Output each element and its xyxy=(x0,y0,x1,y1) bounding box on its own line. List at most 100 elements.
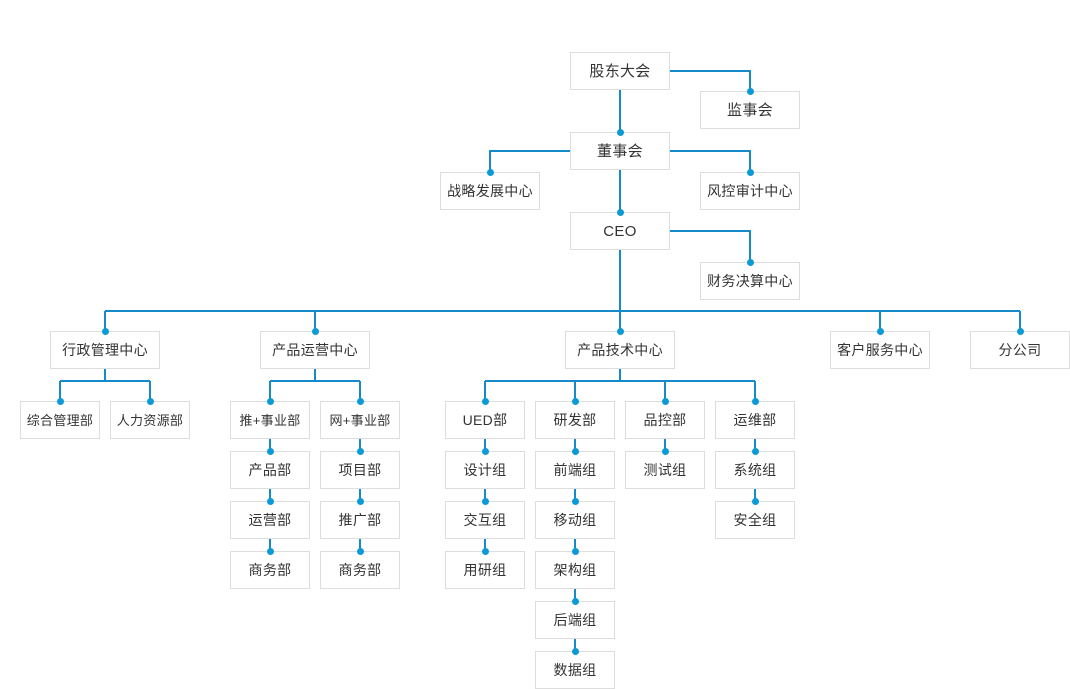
org-node-label: 产品部 xyxy=(248,462,292,478)
org-node-监事会[interactable]: 监事会 xyxy=(700,91,800,129)
connector-dot-网+事业部 xyxy=(356,397,364,405)
connector-dot-ceo xyxy=(616,208,624,216)
connector-dot-董事会 xyxy=(616,128,624,136)
org-node-label: 研发部 xyxy=(553,412,597,428)
org-node-label: 品控部 xyxy=(643,412,687,428)
org-node-label: 风控审计中心 xyxy=(707,183,793,199)
org-node-label: 分公司 xyxy=(998,342,1042,358)
org-node-交互组[interactable]: 交互组 xyxy=(445,501,525,539)
org-node-运营部[interactable]: 运营部 xyxy=(230,501,310,539)
org-node-股东大会[interactable]: 股东大会 xyxy=(570,52,670,90)
org-node-风控审计中心[interactable]: 风控审计中心 xyxy=(700,172,800,210)
org-node-label: 行政管理中心 xyxy=(62,342,148,358)
org-node-战略发展中心[interactable]: 战略发展中心 xyxy=(440,172,540,210)
org-node-label: 产品运营中心 xyxy=(272,342,358,358)
org-node-label: 用研组 xyxy=(463,562,507,578)
connector-dot-测试组 xyxy=(661,447,669,455)
org-node-产品部[interactable]: 产品部 xyxy=(230,451,310,489)
connector-dot-客户服务中心 xyxy=(876,327,884,335)
org-node-网+事业部[interactable]: 网+事业部 xyxy=(320,401,400,439)
org-node-label: 运营部 xyxy=(248,512,292,528)
org-node-综合管理部[interactable]: 综合管理部 xyxy=(20,401,100,439)
org-node-商务部[interactable]: 商务部 xyxy=(320,551,400,589)
org-node-董事会[interactable]: 董事会 xyxy=(570,132,670,170)
org-node-label: 设计组 xyxy=(463,462,507,478)
org-node-label: 监事会 xyxy=(727,101,773,119)
org-node-人力资源部[interactable]: 人力资源部 xyxy=(110,401,190,439)
org-node-前端组[interactable]: 前端组 xyxy=(535,451,615,489)
org-node-测试组[interactable]: 测试组 xyxy=(625,451,705,489)
connector-dot-移动组 xyxy=(571,497,579,505)
org-node-ued部[interactable]: UED部 xyxy=(445,401,525,439)
connector-dot-商务部 xyxy=(356,547,364,555)
org-node-label: 产品技术中心 xyxy=(577,342,663,358)
connector-dot-监事会 xyxy=(746,87,754,95)
connector-dot-财务决算中心 xyxy=(746,258,754,266)
connector-dot-人力资源部 xyxy=(146,397,154,405)
connector-dot-ued部 xyxy=(481,397,489,405)
org-node-产品运营中心[interactable]: 产品运营中心 xyxy=(260,331,370,369)
org-node-label: 数据组 xyxy=(553,662,597,678)
org-node-行政管理中心[interactable]: 行政管理中心 xyxy=(50,331,160,369)
org-node-label: 后端组 xyxy=(553,612,597,628)
org-node-研发部[interactable]: 研发部 xyxy=(535,401,615,439)
org-node-后端组[interactable]: 后端组 xyxy=(535,601,615,639)
org-node-分公司[interactable]: 分公司 xyxy=(970,331,1070,369)
org-node-label: 客户服务中心 xyxy=(837,342,923,358)
org-node-商务部[interactable]: 商务部 xyxy=(230,551,310,589)
org-node-label: 商务部 xyxy=(248,562,292,578)
org-node-label: 人力资源部 xyxy=(116,412,184,428)
org-node-设计组[interactable]: 设计组 xyxy=(445,451,525,489)
org-node-label: 运维部 xyxy=(733,412,777,428)
org-node-推广部[interactable]: 推广部 xyxy=(320,501,400,539)
connector-dot-安全组 xyxy=(751,497,759,505)
org-node-label: 交互组 xyxy=(463,512,507,528)
connector-dot-用研组 xyxy=(481,547,489,555)
org-node-label: 综合管理部 xyxy=(26,412,94,428)
org-node-推+事业部[interactable]: 推+事业部 xyxy=(230,401,310,439)
connector-dot-分公司 xyxy=(1016,327,1024,335)
org-node-label: 安全组 xyxy=(733,512,777,528)
org-node-运维部[interactable]: 运维部 xyxy=(715,401,795,439)
connector-dot-推广部 xyxy=(356,497,364,505)
connector-dot-系统组 xyxy=(751,447,759,455)
connector-dot-产品部 xyxy=(266,447,274,455)
connector-dot-品控部 xyxy=(661,397,669,405)
org-node-label: 商务部 xyxy=(338,562,382,578)
org-node-系统组[interactable]: 系统组 xyxy=(715,451,795,489)
org-node-label: 股东大会 xyxy=(589,62,651,80)
org-node-产品技术中心[interactable]: 产品技术中心 xyxy=(565,331,675,369)
org-node-ceo[interactable]: CEO xyxy=(570,212,670,250)
org-node-label: 推广部 xyxy=(338,512,382,528)
connector-dot-运营部 xyxy=(266,497,274,505)
org-node-label: UED部 xyxy=(462,412,508,428)
org-node-财务决算中心[interactable]: 财务决算中心 xyxy=(700,262,800,300)
connector-dot-战略发展中心 xyxy=(486,168,494,176)
connector-dot-交互组 xyxy=(481,497,489,505)
org-node-label: 财务决算中心 xyxy=(707,273,793,289)
org-node-品控部[interactable]: 品控部 xyxy=(625,401,705,439)
org-node-架构组[interactable]: 架构组 xyxy=(535,551,615,589)
connector-dot-后端组 xyxy=(571,597,579,605)
connector-dot-推+事业部 xyxy=(266,397,274,405)
org-node-label: 董事会 xyxy=(597,142,643,160)
connector-dot-项目部 xyxy=(356,447,364,455)
connector-dot-风控审计中心 xyxy=(746,168,754,176)
org-node-label: 系统组 xyxy=(733,462,777,478)
org-node-label: 项目部 xyxy=(338,462,382,478)
org-node-移动组[interactable]: 移动组 xyxy=(535,501,615,539)
org-node-数据组[interactable]: 数据组 xyxy=(535,651,615,689)
org-node-用研组[interactable]: 用研组 xyxy=(445,551,525,589)
org-node-客户服务中心[interactable]: 客户服务中心 xyxy=(830,331,930,369)
org-node-label: 战略发展中心 xyxy=(447,183,533,199)
org-node-项目部[interactable]: 项目部 xyxy=(320,451,400,489)
connector-dot-行政管理中心 xyxy=(101,327,109,335)
connector-dot-前端组 xyxy=(571,447,579,455)
connector-dot-设计组 xyxy=(481,447,489,455)
org-node-label: 前端组 xyxy=(553,462,597,478)
org-node-label: 架构组 xyxy=(553,562,597,578)
org-node-安全组[interactable]: 安全组 xyxy=(715,501,795,539)
connector-dot-研发部 xyxy=(571,397,579,405)
connector-dot-数据组 xyxy=(571,647,579,655)
org-node-label: 推+事业部 xyxy=(239,412,301,428)
